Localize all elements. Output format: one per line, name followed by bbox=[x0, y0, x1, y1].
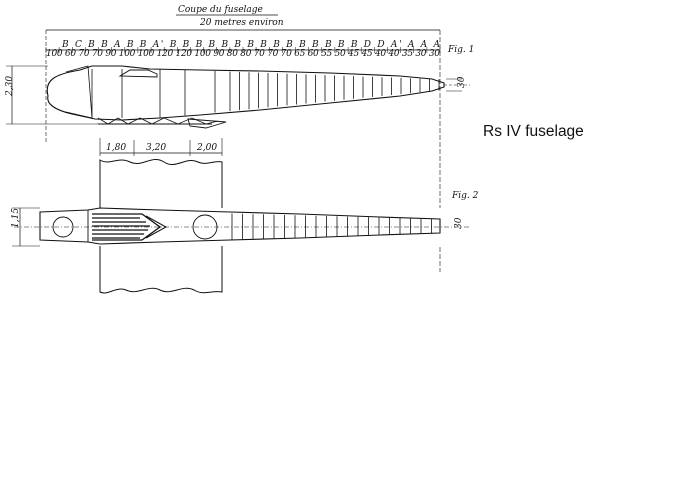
fig1-side-view: 30 bbox=[46, 65, 470, 129]
station-ticks bbox=[45, 47, 441, 53]
cockpit-canopy bbox=[118, 69, 158, 78]
step-fairing bbox=[187, 118, 227, 129]
section-dimension-1: 1,80 bbox=[106, 143, 126, 153]
section-dimension-3: 2,00 bbox=[196, 143, 217, 153]
fig2-frames bbox=[87, 210, 432, 242]
image-caption: Rs IV fuselage bbox=[483, 123, 584, 140]
fig1-tail-dimension: 30 bbox=[457, 76, 467, 88]
fig1-height-dimension: 2,30 bbox=[5, 76, 15, 97]
keel-truss bbox=[97, 117, 219, 125]
fig1-label: Fig. 1 bbox=[447, 45, 474, 55]
frame-letters: B C B B A B B A' B B B B B B B B B B B B… bbox=[61, 40, 440, 50]
fig2-tail-dimension: 30 bbox=[454, 217, 464, 229]
nose-panel bbox=[65, 65, 93, 119]
fig2-label: Fig. 2 bbox=[451, 191, 479, 201]
section-dimension-2: 3,20 bbox=[146, 143, 166, 153]
fig2-plan-view: 30 bbox=[14, 207, 470, 246]
fuselage-side-outline bbox=[46, 65, 445, 121]
hull-planking bbox=[92, 213, 162, 241]
drawing-title: Coupe du fuselage bbox=[178, 5, 263, 15]
wing-section-block bbox=[99, 158, 223, 294]
fig2-width-dimension: 1,15 bbox=[11, 208, 21, 228]
fuselage-plan-outline bbox=[39, 207, 441, 245]
overall-dimension: 20 metres environ bbox=[199, 18, 284, 28]
porthole-left bbox=[52, 216, 74, 238]
fig1-frames bbox=[91, 69, 440, 118]
station-spacings: 100 60 70 70 90 100 100 120 120 100 90 8… bbox=[46, 49, 440, 59]
